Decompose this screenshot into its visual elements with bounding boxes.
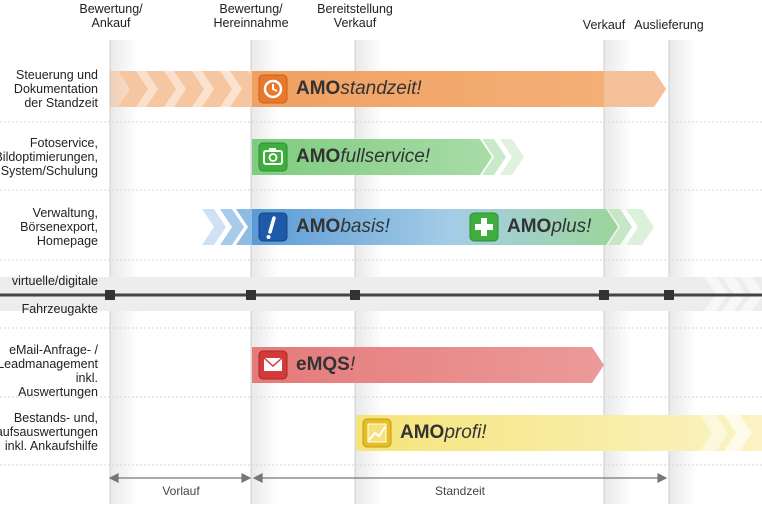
clock-icon (258, 74, 288, 104)
bar-basis-plus (202, 209, 654, 245)
column-ankauf (110, 40, 138, 504)
row-label-profi: Bestands- und, Verkaufsauswertungen inkl… (0, 411, 98, 453)
chart-icon (362, 418, 392, 448)
timeline-marker-ankauf (105, 290, 115, 300)
product-standzeit: AMOstandzeit! (296, 78, 422, 99)
product-profi: AMOprofi! (400, 422, 487, 443)
row-label-fullservice: Fotoservice, Bildoptimierungen, System/S… (0, 136, 98, 178)
row-label-fahrzeugakte: virtuelle/digitale Fahrzeugakte (11, 274, 98, 316)
bar-profi (356, 415, 762, 451)
timeline-marker-hereinnahme (246, 290, 256, 300)
milestone-auslieferung: Auslieferung (634, 18, 704, 32)
milestone-bereitstellung: Bereitstellung Verkauf (317, 2, 393, 30)
timeline-marker-bereitstellung (350, 290, 360, 300)
bar-fahrzeugakte (0, 277, 762, 311)
plus-icon (469, 212, 499, 242)
camera-icon (258, 142, 288, 172)
product-plus: AMOplus! (507, 216, 592, 237)
bottom-axis (108, 473, 668, 483)
exclamation-icon (258, 212, 288, 242)
bar-standzeit (110, 71, 666, 107)
bar-emqs (252, 347, 604, 383)
milestone-ankauf: Bewertung/ Ankauf (79, 2, 143, 30)
column-hereinnahme (251, 40, 279, 504)
axis-vorlauf: Vorlauf (162, 484, 200, 498)
product-basis: AMObasis! (296, 216, 390, 237)
bar-fullservice (252, 139, 524, 175)
axis-standzeit: Standzeit (434, 484, 486, 498)
product-fullservice: AMOfullservice! (296, 146, 431, 167)
row-label-emqs: eMail-Anfrage- / Leadmanagement inkl. Au… (0, 343, 98, 399)
milestone-verkauf: Verkauf (582, 18, 626, 32)
timeline-marker-verkauf (599, 290, 609, 300)
row-label-basis: Verwaltung, Börsenexport, Homepage (20, 206, 98, 248)
envelope-icon (258, 350, 288, 380)
timeline-marker-auslieferung (664, 290, 674, 300)
product-emqs: eMQS! (296, 354, 356, 375)
row-separators (0, 121, 762, 466)
milestone-hereinnahme: Bewertung/ Hereinnahme (213, 2, 289, 30)
row-label-standzeit: Steuerung und Dokumentation der Standzei… (13, 68, 98, 110)
